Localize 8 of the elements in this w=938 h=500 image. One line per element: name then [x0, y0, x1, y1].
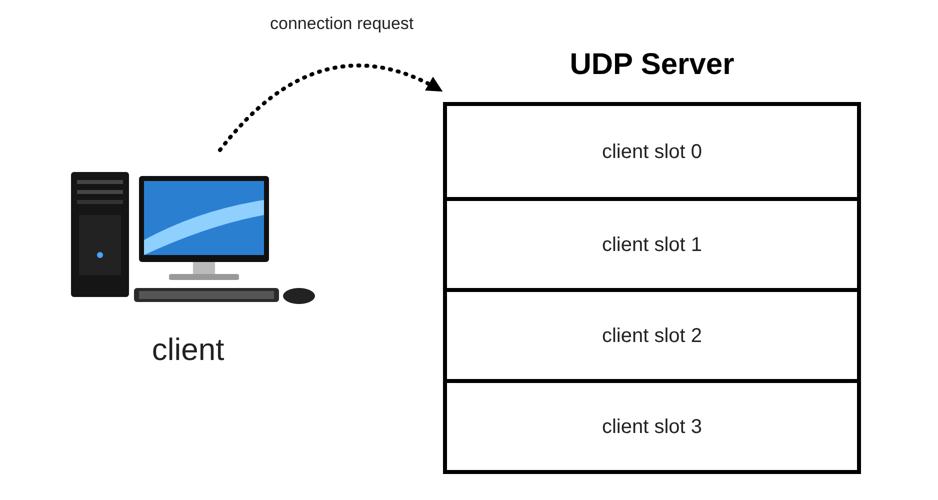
server-title: UDP Server	[570, 50, 734, 80]
slot-label: client slot 0	[602, 140, 702, 164]
dotted-arrow	[218, 64, 443, 152]
slot-label: client slot 3	[602, 414, 702, 440]
edge-label: connection request	[270, 13, 414, 35]
slot-label: client slot 2	[602, 324, 702, 348]
node-caption: client	[152, 334, 224, 365]
slot-label: client slot 1	[602, 232, 702, 258]
